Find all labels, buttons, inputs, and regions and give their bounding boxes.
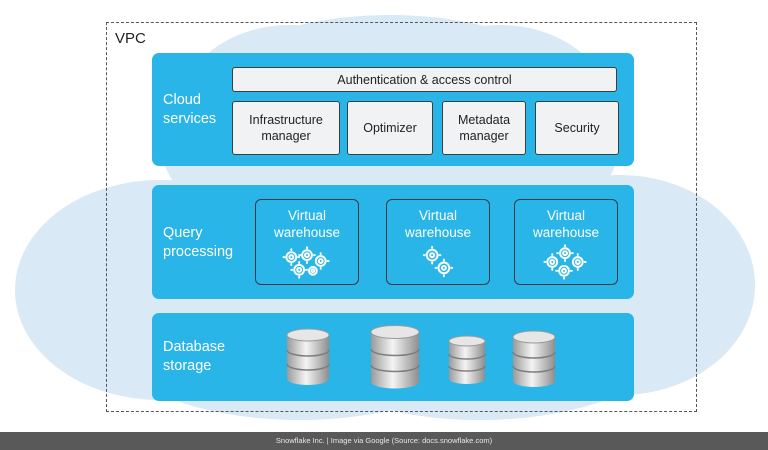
infrastructure-manager-box: Infrastructure manager — [232, 101, 340, 155]
vpc-label: VPC — [115, 30, 146, 47]
database-cylinder-icon — [286, 328, 330, 385]
security-box: Security — [535, 101, 619, 155]
metadata-manager-box: Metadata manager — [442, 101, 526, 155]
image-credit-footer: Snowflake Inc. | Image via Google (Sourc… — [0, 432, 768, 450]
optimizer-box: Optimizer — [347, 101, 433, 155]
cloud-services-title: Cloud services — [163, 92, 217, 127]
gear-icon — [422, 245, 454, 278]
database-storage-title: Database storage — [163, 339, 226, 374]
virtual-warehouse-3: Virtual warehouse — [514, 199, 618, 285]
database-cylinder-icon — [448, 335, 486, 384]
vpc-boundary — [106, 22, 697, 412]
virtual-warehouse-2: Virtual warehouse — [386, 199, 490, 285]
gear-icon — [282, 246, 330, 279]
database-cylinder-icon — [512, 330, 556, 387]
virtual-warehouse-1: Virtual warehouse — [255, 199, 359, 285]
virtual-warehouse-label: Virtual warehouse — [273, 208, 341, 240]
database-cylinder-icon — [370, 325, 420, 389]
authentication-access-control-box: Authentication & access control — [232, 67, 617, 92]
query-processing-title: Query processing — [163, 225, 234, 260]
virtual-warehouse-label: Virtual warehouse — [532, 208, 600, 240]
gear-icon — [543, 244, 587, 280]
virtual-warehouse-label: Virtual warehouse — [404, 208, 472, 240]
